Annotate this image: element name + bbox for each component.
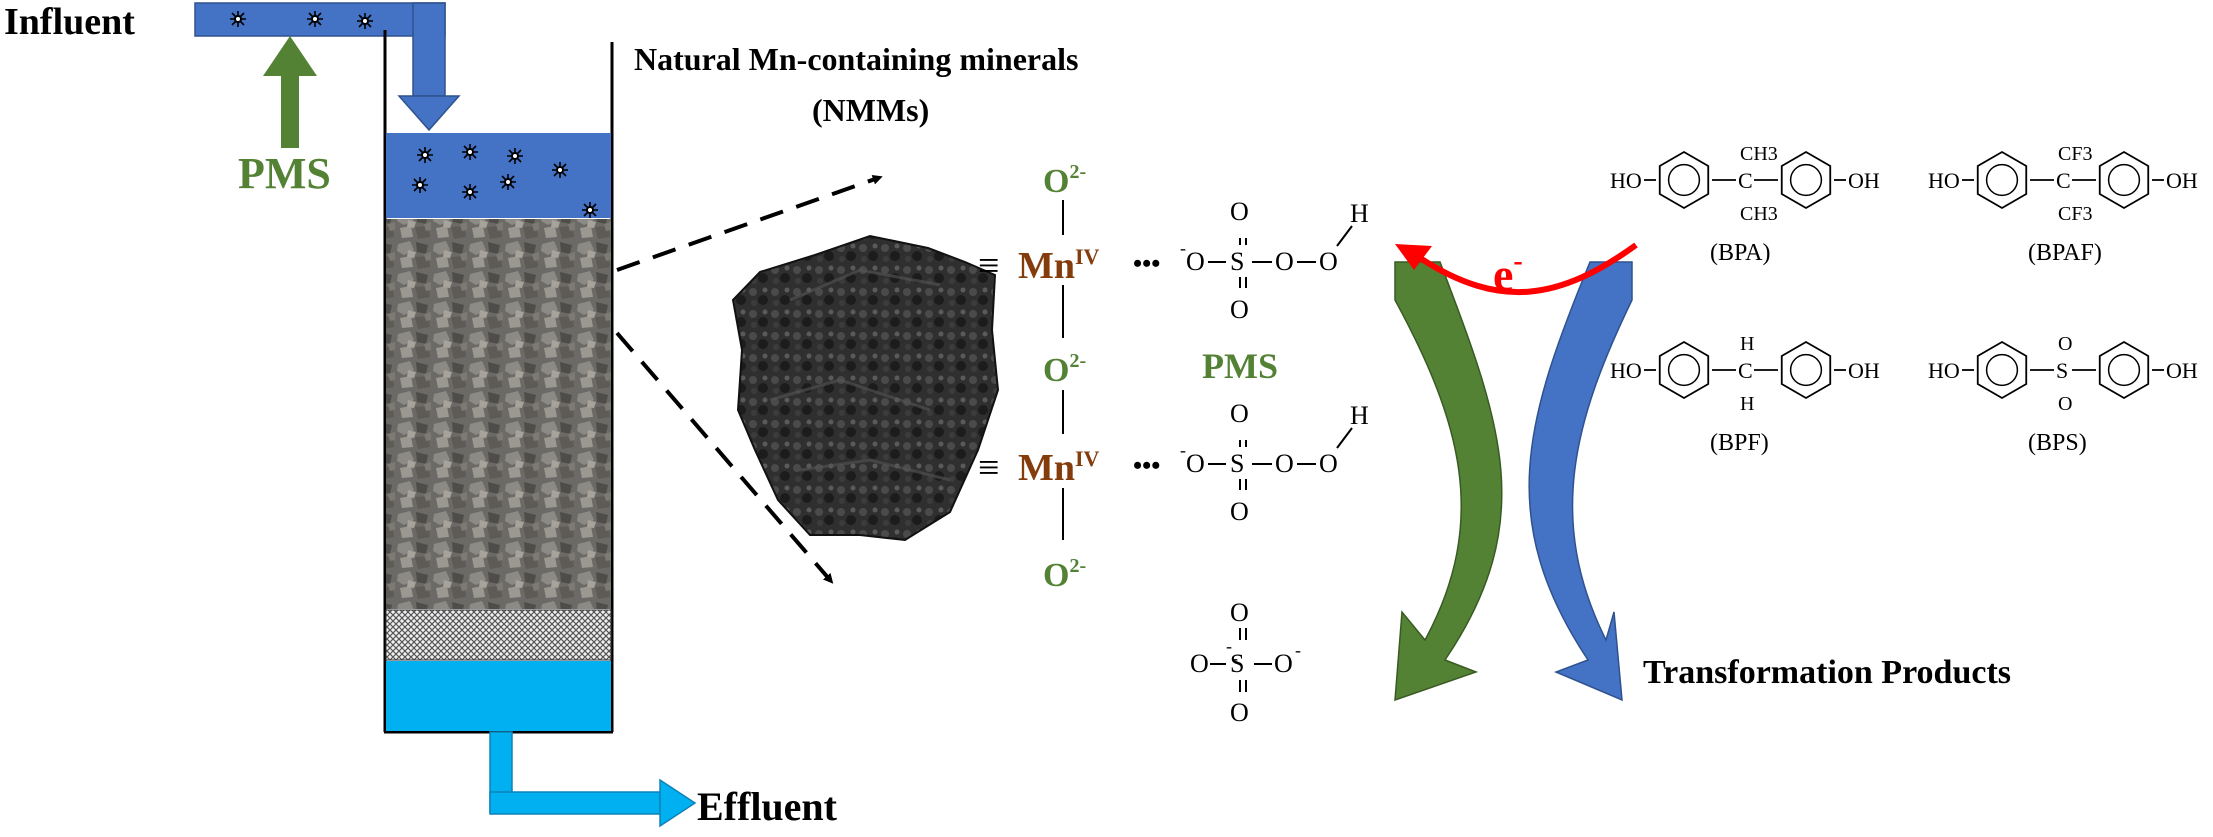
dots-lower: •••: [1133, 451, 1160, 480]
substituent-top: CH3: [1740, 143, 1778, 165]
molecule-bps: HO SO O OH (BPS): [1928, 333, 2198, 456]
oxygen-middle: O2-: [1043, 350, 1086, 389]
zoom-dash-line-lower: [615, 331, 834, 584]
substituent-top: CF3: [2058, 143, 2092, 165]
electron-transfer-arrowhead: [1395, 244, 1432, 270]
influent-down-pipe: [412, 2, 446, 97]
effluent-arrow: [659, 778, 697, 828]
svg-text:O: O: [1186, 247, 1205, 276]
svg-text:-: -: [1180, 440, 1186, 460]
svg-text:S: S: [1230, 247, 1244, 276]
hydroxyl-left: HO: [1928, 168, 1960, 193]
effluent-pipe-horizontal: [489, 791, 661, 815]
effluent-chamber: [386, 661, 611, 731]
pms-arrow-shaft: [281, 73, 299, 148]
svg-text:S: S: [1230, 649, 1244, 678]
pms-molecule-lower: - O S O O O O H: [1180, 399, 1369, 526]
substituent-bottom: CF3: [2058, 203, 2092, 225]
svg-text:O: O: [1275, 247, 1294, 276]
blue-arc-arrow: [1528, 261, 1633, 702]
svg-text:O: O: [1230, 399, 1249, 428]
substituent-bottom: CH3: [1740, 203, 1778, 225]
svg-text:H: H: [1350, 401, 1369, 430]
dots-upper: •••: [1133, 249, 1160, 278]
nmm-title-line2: (NMMs): [812, 92, 929, 128]
effluent-label: Effluent: [697, 784, 838, 829]
water-layer: [386, 133, 611, 218]
svg-text:O: O: [1190, 649, 1209, 678]
green-arc-arrow: [1394, 261, 1503, 702]
mn-lower: MnIV: [1018, 446, 1100, 489]
influent-down-arrow: [397, 95, 461, 132]
hydroxyl-left: HO: [1610, 358, 1642, 383]
central-atom: C: [1738, 358, 1753, 383]
pms-left-label: PMS: [238, 149, 331, 198]
svg-text:O: O: [1319, 247, 1338, 276]
pms-molecule-upper: - O S O O O O H: [1180, 197, 1369, 324]
zoom-dash-line-upper: [616, 174, 883, 272]
pms-up-arrow: [263, 36, 317, 76]
svg-text:O: O: [1274, 649, 1293, 678]
hydroxyl-left: HO: [1610, 168, 1642, 193]
sulfate-ion: O S O - - O O -: [1190, 598, 1301, 727]
svg-text:-: -: [1226, 636, 1232, 656]
central-atom: C: [2056, 168, 2071, 193]
mn-upper: MnIV: [1018, 244, 1100, 287]
electron-label: e-: [1493, 246, 1523, 300]
substituent-top: H: [1740, 333, 1754, 355]
svg-text:O: O: [1230, 698, 1249, 727]
svg-text:-: -: [1295, 640, 1301, 660]
central-atom: C: [1738, 168, 1753, 193]
svg-text:O: O: [1230, 295, 1249, 324]
substituent-bottom: O: [2058, 393, 2072, 415]
hydroxyl-right: OH: [2166, 168, 2198, 193]
central-atom: S: [2056, 358, 2068, 383]
oxygen-bottom: O2-: [1043, 555, 1086, 594]
svg-text:O: O: [1275, 449, 1294, 478]
electron-transfer-curve: [1418, 242, 1638, 296]
svg-text:O: O: [1230, 197, 1249, 226]
svg-text:O: O: [1230, 497, 1249, 526]
hydroxyl-left: HO: [1928, 358, 1960, 383]
oxygen-top: O2-: [1043, 161, 1086, 200]
svg-text:-: -: [1180, 238, 1186, 258]
svg-text:O: O: [1230, 598, 1249, 627]
svg-text:O: O: [1319, 449, 1338, 478]
svg-text:-: -: [1232, 648, 1238, 668]
molecule-name: (BPS): [2028, 430, 2087, 456]
triple-bond-lower: ≡: [978, 447, 999, 489]
hydroxyl-right: OH: [1848, 168, 1880, 193]
mineral-bed: [386, 219, 611, 609]
nmm-title-line1: Natural Mn-containing minerals: [634, 41, 1078, 77]
pms-center-label: PMS: [1202, 346, 1278, 386]
mn-oxide-complex: O2- ≡ MnIV ••• O2- ≡ MnIV ••• O2-: [978, 161, 1160, 594]
hydroxyl-right: OH: [2166, 358, 2198, 383]
substituent-bottom: H: [1740, 393, 1754, 415]
svg-text:H: H: [1350, 199, 1369, 228]
molecule-name: (BPA): [1710, 240, 1770, 266]
influent-label: Influent: [4, 1, 135, 43]
triple-bond-upper: ≡: [978, 245, 999, 287]
molecule-name: (BPF): [1710, 430, 1769, 456]
transformation-products-label: Transformation Products: [1643, 654, 2011, 691]
svg-text:O: O: [1186, 449, 1205, 478]
svg-text:S: S: [1230, 449, 1244, 478]
molecule-name: (BPAF): [2028, 240, 2102, 266]
support-mesh: [385, 609, 612, 661]
hydroxyl-right: OH: [1848, 358, 1880, 383]
molecule-bpf: HO CH H OH (BPF): [1610, 333, 1880, 456]
substituent-top: O: [2058, 333, 2072, 355]
